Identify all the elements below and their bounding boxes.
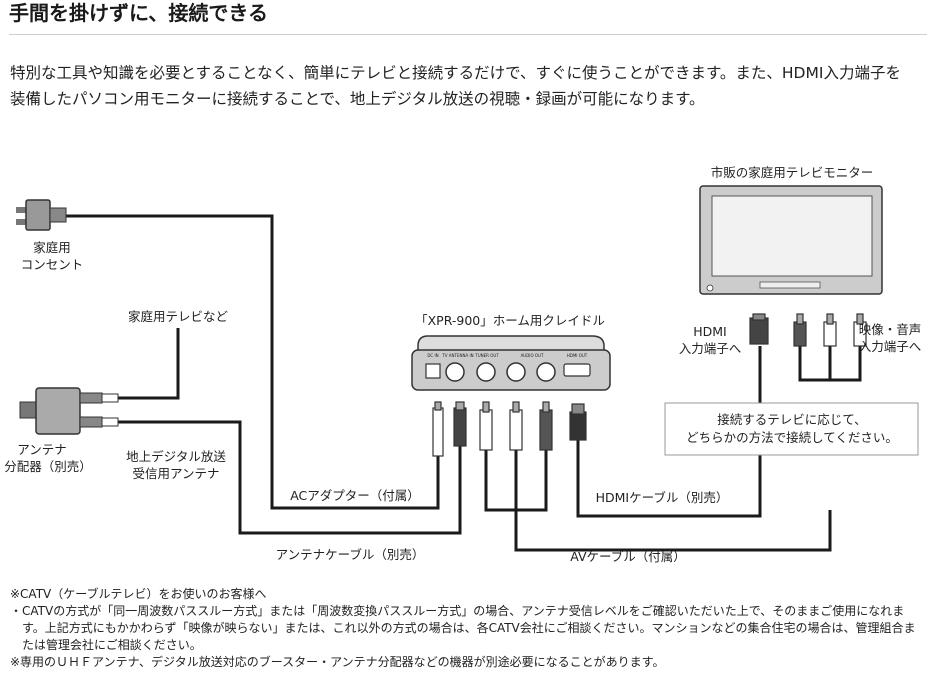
home-tv-cable xyxy=(118,328,180,400)
tv-monitor-icon xyxy=(699,185,883,295)
tv-hdmi-plug-icon xyxy=(749,317,769,345)
ac-adapter-cable xyxy=(66,214,440,510)
device-label: 「XPR-900」ホーム用クレイドル xyxy=(415,313,605,328)
antenna-plug-icon xyxy=(453,407,467,447)
av-plug-white-icon xyxy=(509,409,523,451)
port-label-dc: DC IN xyxy=(427,353,438,358)
av-input-label-line1: 映像・音声 xyxy=(859,322,922,337)
page-title: 手間を掛けずに、接続できる xyxy=(9,0,927,35)
port-label-tuner: TUNER OUT xyxy=(474,353,499,358)
tv-av-white-icon xyxy=(823,321,837,347)
outlet-plug-icon xyxy=(16,199,67,231)
port-label-audio: AUDIO OUT xyxy=(521,353,544,358)
port-label-antenna: TV ANTENNA IN xyxy=(441,353,473,358)
ac-adapter-label: ACアダプター（付属） xyxy=(290,488,420,503)
port-label-hdmi: HDMI OUT xyxy=(567,353,588,358)
antenna-label-line2: 受信用アンテナ xyxy=(132,466,219,481)
catv-note-title: ※CATV（ケーブルテレビ）をお使いのお客様へ xyxy=(10,587,267,601)
hdmi-input-label-line1: HDMI xyxy=(693,324,727,339)
antenna-cable-label: アンテナケーブル（別売） xyxy=(276,547,425,562)
cradle-device-icon xyxy=(411,335,611,391)
uhf-note: ※専用のＵＨＦアンテナ、デジタル放送対応のブースター・アンテナ分配器などの機器が… xyxy=(10,655,665,669)
outlet-label-line1: 家庭用 xyxy=(33,240,71,255)
note-box xyxy=(664,402,919,456)
av-plug-red-icon xyxy=(539,409,553,451)
connection-diagram: 家庭用 コンセント 家庭用テレビなど アンテナ 分配器（別売） 地上デジタル放送… xyxy=(4,165,922,564)
antenna-label-line1: 地上デジタル放送 xyxy=(126,449,226,464)
tv-input-plugs xyxy=(749,313,867,347)
cables xyxy=(66,214,862,552)
av-cable-mid xyxy=(514,450,832,552)
hdmi-cable-label: HDMIケーブル（別売） xyxy=(596,490,729,505)
hdmi-plug-icon xyxy=(569,411,587,441)
av-plug-yellow-icon xyxy=(479,409,493,451)
note-box-line1: 接続するテレビに応じて、 xyxy=(717,412,866,427)
outlet-label-line2: コンセント xyxy=(21,257,84,272)
note-box-line2: どちらかの方法で接続してください。 xyxy=(686,430,898,445)
tv-av-yellow-icon xyxy=(793,321,807,347)
intro-paragraph: 特別な工具や知識を必要とすることなく、簡単にテレビと接続するだけで、すぐに使うこ… xyxy=(10,64,901,108)
splitter-label-line1: アンテナ xyxy=(17,442,67,457)
hdmi-input-label-line2: 入力端子へ xyxy=(679,341,742,356)
dc-plug-icon xyxy=(432,407,444,457)
catv-note-body: ・CATVの方式が「同一周波数パススルー方式」または「周波数変換パススルー方式」… xyxy=(10,604,916,652)
monitor-label: 市販の家庭用テレビモニター xyxy=(711,165,874,180)
antenna-splitter-icon xyxy=(19,387,119,435)
av-input-label-line2: 入力端子へ xyxy=(859,339,922,354)
home-tv-label: 家庭用テレビなど xyxy=(128,309,229,324)
av-cable-label: AVケーブル（付属） xyxy=(570,549,686,564)
footnotes: ※CATV（ケーブルテレビ）をお使いのお客様へ ・CATVの方式が「同一周波数パ… xyxy=(10,586,925,671)
splitter-label-line2: 分配器（別売） xyxy=(4,459,92,474)
cable-plugs xyxy=(432,401,587,457)
antenna-cable xyxy=(118,420,462,535)
